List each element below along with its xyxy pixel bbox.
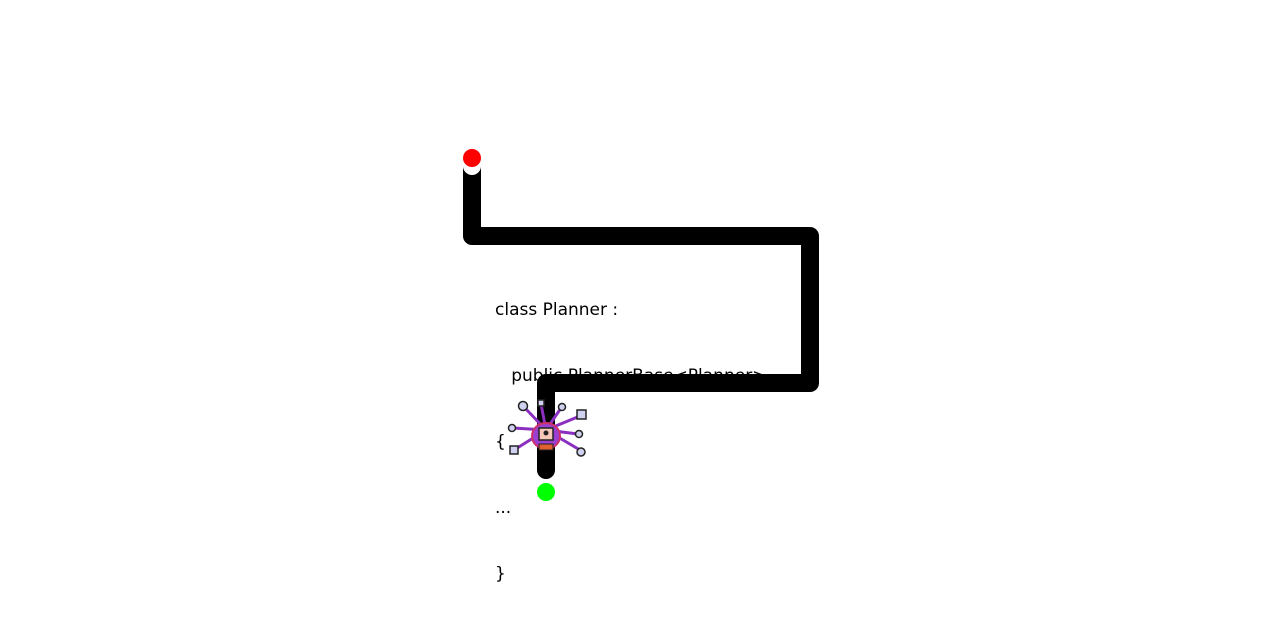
- code-snippet: class Planner : public PlannerBase<Plann…: [495, 255, 766, 607]
- beholder-monster-sprite[interactable]: [507, 399, 587, 457]
- goal-marker-green: [537, 483, 555, 501]
- maze-path: [463, 159, 819, 479]
- code-line: {: [495, 432, 506, 452]
- code-line: }: [495, 564, 506, 584]
- code-line: ...: [495, 498, 512, 518]
- start-marker-red: [463, 149, 481, 167]
- code-line: class Planner :: [495, 300, 619, 320]
- code-line: public PlannerBase<Planner>: [495, 366, 767, 386]
